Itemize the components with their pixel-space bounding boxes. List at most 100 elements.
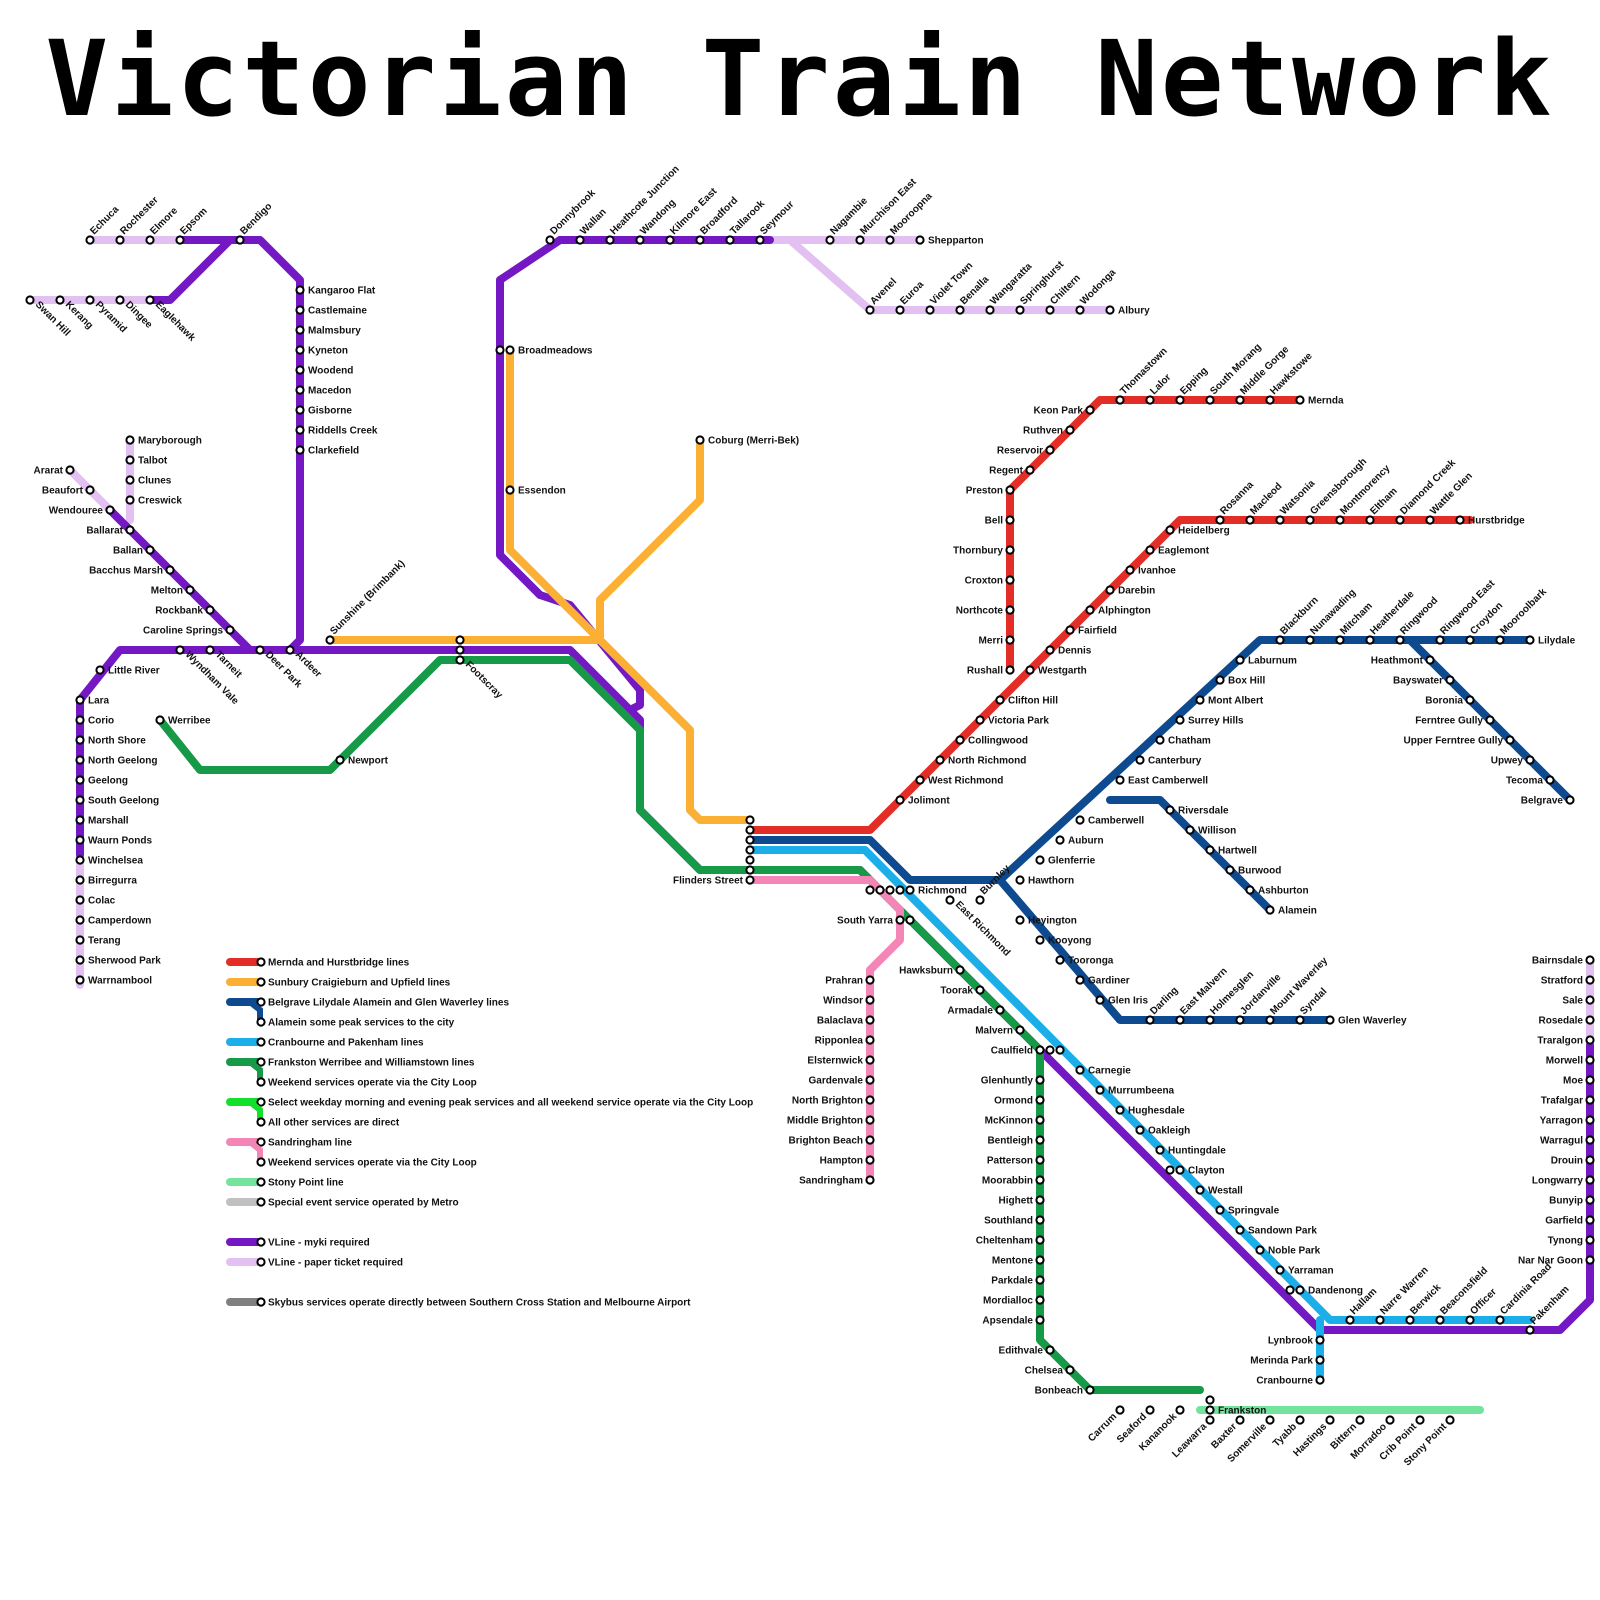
station-rochester[interactable] <box>116 236 123 243</box>
station-patterson[interactable] <box>1036 1156 1043 1163</box>
station-lara[interactable] <box>76 696 83 703</box>
station-yarraman[interactable] <box>1276 1266 1283 1273</box>
station-windsor[interactable] <box>866 996 873 1003</box>
station-springvale[interactable] <box>1216 1206 1223 1213</box>
station-fairfield[interactable] <box>1066 626 1073 633</box>
station-east-malvern[interactable] <box>1176 1016 1183 1023</box>
station-hallam[interactable] <box>1346 1316 1353 1323</box>
station-morwell[interactable] <box>1586 1056 1593 1063</box>
south-yarra-platform-dot[interactable] <box>906 916 913 923</box>
station-frankston[interactable] <box>1206 1406 1213 1413</box>
station-prahran[interactable] <box>866 976 873 983</box>
station-camberwell[interactable] <box>1076 816 1083 823</box>
station-ardeer[interactable] <box>286 646 293 653</box>
footscray-platform-dot[interactable] <box>456 636 463 643</box>
station-surrey-hills[interactable] <box>1176 716 1183 723</box>
station-bentleigh[interactable] <box>1036 1136 1043 1143</box>
station-rockbank[interactable] <box>206 606 213 613</box>
flinders-street-platform-dot[interactable] <box>746 866 753 873</box>
station-malmsbury[interactable] <box>296 326 303 333</box>
station-toorak[interactable] <box>976 986 983 993</box>
station-east-richmond[interactable] <box>946 896 953 903</box>
station-morradoo[interactable] <box>1386 1416 1393 1423</box>
station-deer-park[interactable] <box>256 646 263 653</box>
station-clunes[interactable] <box>126 476 133 483</box>
station-albury[interactable] <box>1106 306 1113 313</box>
station-mooroolbark[interactable] <box>1496 636 1503 643</box>
station-seymour[interactable] <box>756 236 763 243</box>
station-stratford[interactable] <box>1586 976 1593 983</box>
station-upwey[interactable] <box>1526 756 1533 763</box>
station-pyramid[interactable] <box>86 296 93 303</box>
station-murchison-east[interactable] <box>856 236 863 243</box>
station-box-hill[interactable] <box>1216 676 1223 683</box>
station-officer[interactable] <box>1466 1316 1473 1323</box>
station-melton[interactable] <box>186 586 193 593</box>
station-lilydale[interactable] <box>1526 636 1533 643</box>
station-ferntree-gully[interactable] <box>1486 716 1493 723</box>
station-middle-gorge[interactable] <box>1236 396 1243 403</box>
station-terang[interactable] <box>76 936 83 943</box>
flinders-street-platform-dot[interactable] <box>746 836 753 843</box>
station-epsom[interactable] <box>176 236 183 243</box>
station-bendigo[interactable] <box>236 236 243 243</box>
station-drouin[interactable] <box>1586 1156 1593 1163</box>
station-mordialloc[interactable] <box>1036 1296 1043 1303</box>
station-heyington[interactable] <box>1016 916 1023 923</box>
station-tarneit[interactable] <box>206 646 213 653</box>
station-elmore[interactable] <box>146 236 153 243</box>
station-hurstbridge[interactable] <box>1456 516 1463 523</box>
station-birregurra[interactable] <box>76 876 83 883</box>
station-malvern[interactable] <box>1016 1026 1023 1033</box>
station-armadale[interactable] <box>996 1006 1003 1013</box>
station-mount-waverley[interactable] <box>1266 1016 1273 1023</box>
station-carrum[interactable] <box>1116 1406 1123 1413</box>
flinders-street-platform-dot[interactable] <box>746 816 753 823</box>
station-auburn[interactable] <box>1056 836 1063 843</box>
station-warrnambool[interactable] <box>76 976 83 983</box>
station-eltham[interactable] <box>1366 516 1373 523</box>
station-northcote[interactable] <box>1006 606 1013 613</box>
station-ringwood-east[interactable] <box>1436 636 1443 643</box>
station-mckinnon[interactable] <box>1036 1116 1043 1123</box>
station-westall[interactable] <box>1196 1186 1203 1193</box>
flinders-street-platform-dot[interactable] <box>746 856 753 863</box>
station-syndal[interactable] <box>1296 1016 1303 1023</box>
richmond-platform-dot[interactable] <box>896 886 903 893</box>
footscray-platform-dot[interactable] <box>456 646 463 653</box>
station-greensborough[interactable] <box>1306 516 1313 523</box>
station-jolimont[interactable] <box>896 796 903 803</box>
flinders-street-platform-dot[interactable] <box>746 846 753 853</box>
station-trafalgar[interactable] <box>1586 1096 1593 1103</box>
station-mitcham[interactable] <box>1336 636 1343 643</box>
richmond-platform-dot[interactable] <box>886 886 893 893</box>
station-oakleigh[interactable] <box>1136 1126 1143 1133</box>
station-mooroopna[interactable] <box>886 236 893 243</box>
station-springhurst[interactable] <box>1016 306 1023 313</box>
station-sherwood-park[interactable] <box>76 956 83 963</box>
station-ballarat[interactable] <box>126 526 133 533</box>
station-donnybrook[interactable] <box>546 236 553 243</box>
station-heathcote-junction[interactable] <box>606 236 613 243</box>
station-broadford[interactable] <box>696 236 703 243</box>
station-shepparton[interactable] <box>916 236 923 243</box>
station-talbot[interactable] <box>126 456 133 463</box>
station-hampton[interactable] <box>866 1156 873 1163</box>
richmond-platform-dot[interactable] <box>866 886 873 893</box>
station-glen-iris[interactable] <box>1096 996 1103 1003</box>
station-merinda-park[interactable] <box>1316 1356 1323 1363</box>
station-richmond[interactable] <box>906 886 913 893</box>
station-sale[interactable] <box>1586 996 1593 1003</box>
station-thomastown[interactable] <box>1116 396 1123 403</box>
station-caroline-springs[interactable] <box>226 626 233 633</box>
station-blackburn[interactable] <box>1276 636 1283 643</box>
station-broadmeadows[interactable] <box>506 346 513 353</box>
station-tynong[interactable] <box>1586 1236 1593 1243</box>
station-ormond[interactable] <box>1036 1096 1043 1103</box>
station-tecoma[interactable] <box>1546 776 1553 783</box>
station-east-camberwell[interactable] <box>1116 776 1123 783</box>
station-bonbeach[interactable] <box>1086 1386 1093 1393</box>
station-macedon[interactable] <box>296 386 303 393</box>
station-dingee[interactable] <box>116 296 123 303</box>
station-caulfield[interactable] <box>1036 1046 1043 1053</box>
